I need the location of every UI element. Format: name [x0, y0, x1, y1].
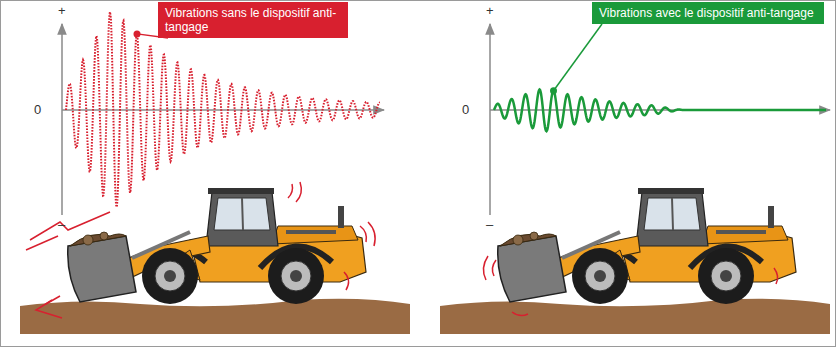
- waveform: [494, 90, 826, 132]
- axis-label: +: [58, 4, 66, 18]
- y-axis: [61, 24, 63, 215]
- ground: [20, 299, 410, 334]
- axis-label: –: [58, 218, 65, 232]
- y-axis: [489, 24, 491, 215]
- waveform: [66, 12, 380, 207]
- axis-label: –: [486, 218, 493, 232]
- axis-label: 0: [34, 103, 41, 117]
- axis-label: +: [486, 4, 494, 18]
- ground: [440, 299, 830, 334]
- wheel-loader: [68, 188, 366, 304]
- vibration-marks: [483, 256, 777, 316]
- callout-text: Vibrations avec le dispositif anti-tanga…: [599, 6, 817, 20]
- callout-box: Vibrations avec le dispositif anti-tanga…: [592, 2, 824, 24]
- wheel-loader: [498, 188, 796, 304]
- marker-dot: [550, 87, 557, 94]
- callout-box: Vibrations sans le dispositif anti-tanga…: [158, 2, 348, 38]
- axis-label: 0: [462, 103, 469, 117]
- leader-line: [554, 24, 603, 91]
- marker-dot: [134, 30, 141, 37]
- callout-text: Vibrations sans le dispositif anti-tanga…: [165, 6, 341, 34]
- vibration-marks: [26, 182, 375, 318]
